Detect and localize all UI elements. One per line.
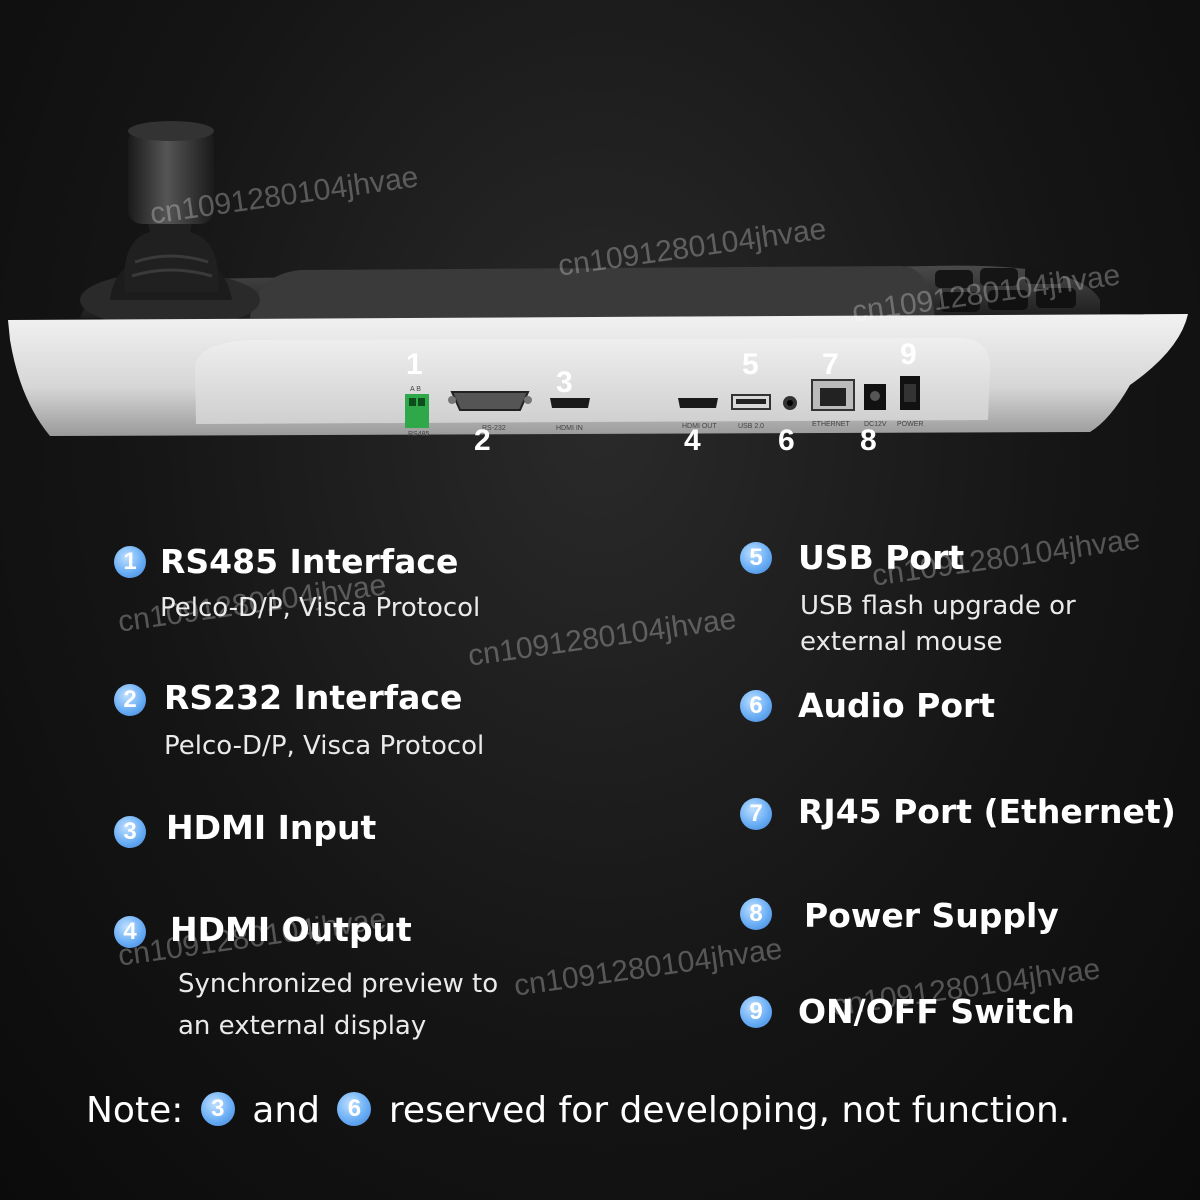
feature-title-on-off: ON/OFF Switch — [798, 992, 1075, 1031]
rs485-label: RS485 — [408, 431, 430, 438]
feature-badge-6: 6 — [740, 690, 772, 722]
callout-8: 8 — [860, 424, 877, 457]
usb-label: USB 2.0 — [738, 423, 764, 430]
rs485-pin-label: A B — [410, 386, 421, 393]
note-suffix: reserved for developing, not function. — [388, 1090, 1071, 1131]
hdmi-in-port: HDMI IN — [550, 398, 590, 432]
rs485-port: A B RS485 — [405, 386, 430, 438]
watermark: cn1091280104jhvae — [466, 602, 739, 673]
note-badge-3: 3 — [200, 1092, 235, 1126]
feature-title-power-supply: Power Supply — [804, 896, 1059, 935]
feature-title-rj45: RJ45 Port (Ethernet) — [798, 792, 1176, 831]
keypad — [935, 266, 1076, 312]
feature-title-rs485: RS485 Interface — [160, 542, 459, 581]
callout-6: 6 — [778, 424, 795, 457]
hdmi-out-label: HDMI OUT — [682, 423, 717, 430]
ethernet-label: ETHERNET — [812, 421, 850, 428]
audio-port — [783, 396, 797, 410]
feature-desc-usb-line2: external mouse — [800, 627, 1003, 657]
callout-numbers: 1 2 3 4 5 6 7 8 9 — [406, 338, 917, 457]
feature-title-hdmi-input: HDMI Input — [166, 808, 377, 847]
feature-badge-1: 1 — [114, 546, 146, 578]
callout-3: 3 — [556, 366, 573, 399]
feature-badge-5: 5 — [740, 542, 772, 574]
power-switch: POWER — [897, 376, 923, 428]
feature-title-audio: Audio Port — [798, 686, 996, 725]
power-switch-label: POWER — [897, 421, 923, 428]
footer-note: Note: 3 and 6 reserved for developing, n… — [86, 1090, 1070, 1131]
watermark: cn1091280104jhvae — [512, 932, 785, 1003]
note-badge-6: 6 — [337, 1092, 372, 1126]
joystick — [80, 121, 260, 328]
feature-badge-9: 9 — [740, 996, 772, 1028]
feature-title-usb: USB Port — [798, 538, 965, 577]
power-input-port: DC12V — [864, 384, 887, 428]
callout-1: 1 — [406, 348, 423, 381]
feature-badge-8: 8 — [740, 898, 772, 930]
callout-4: 4 — [684, 424, 701, 457]
note-prefix: Note: — [86, 1090, 184, 1131]
feature-badge-3: 3 — [114, 816, 146, 848]
ethernet-port: ETHERNET — [811, 379, 855, 428]
keyboard-controller-illustration: A B RS485 RS-232 HDMI IN HDMI OUT USB 2.… — [8, 121, 1188, 457]
power-input-label: DC12V — [864, 421, 887, 428]
feature-desc-hdmi-output-line1: Synchronized preview to — [178, 969, 499, 999]
feature-desc-hdmi-output-line2: an external display — [178, 1011, 427, 1041]
callout-7: 7 — [822, 348, 839, 381]
feature-title-hdmi-output: HDMI Output — [170, 910, 412, 949]
feature-badge-7: 7 — [740, 798, 772, 830]
callout-2: 2 — [474, 424, 491, 457]
feature-desc-rs232: Pelco-D/P, Visca Protocol — [164, 731, 485, 761]
feature-badge-4: 4 — [114, 916, 146, 948]
feature-desc-usb-line1: USB flash upgrade or — [800, 591, 1076, 621]
note-joiner: and — [252, 1090, 320, 1131]
watermark: cn1091280104jhvae — [870, 522, 1143, 593]
usb-port: USB 2.0 — [731, 394, 771, 430]
top-panel — [80, 265, 1100, 318]
hdmi-in-label: HDMI IN — [556, 425, 583, 432]
feature-title-rs232: RS232 Interface — [164, 678, 463, 717]
hdmi-out-port: HDMI OUT — [678, 398, 718, 430]
device-body — [8, 314, 1188, 436]
callout-5: 5 — [742, 348, 759, 381]
rs232-port: RS-232 — [448, 391, 532, 432]
rs232-label: RS-232 — [482, 425, 506, 432]
feature-desc-rs485: Pelco-D/P, Visca Protocol — [160, 593, 481, 623]
callout-9: 9 — [900, 338, 917, 371]
feature-badge-2: 2 — [114, 684, 146, 716]
